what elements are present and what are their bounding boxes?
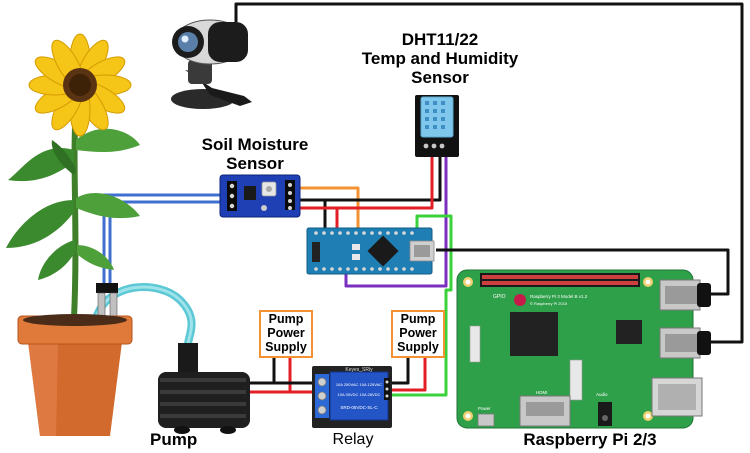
soil-gnd-wire <box>285 156 442 202</box>
psu-left-line-1: Pump <box>268 312 304 326</box>
psu-left-line-2: Power <box>267 325 305 340</box>
wires <box>91 2 744 397</box>
soil-a0-wire <box>285 186 360 242</box>
pi-audio-text: Audio <box>596 392 608 397</box>
psu-right-black <box>392 356 410 385</box>
webcam-icon <box>171 19 252 109</box>
psu-right-line-3: Supply <box>397 339 439 354</box>
psu-left-red <box>250 356 292 394</box>
pi-hdmi-text: HDMI <box>536 390 548 395</box>
dht-sensor-label: DHT11/22 Temp and Humidity Sensor <box>325 30 555 87</box>
psu-left-black <box>250 356 276 385</box>
dht-sensor-title: DHT11/22 <box>401 30 479 49</box>
camera-usb-cable <box>234 2 744 344</box>
sunflower-plant-icon <box>6 33 140 319</box>
pump-power-supply-right: Pump Power Supply <box>391 310 445 358</box>
relay-signal-wire <box>392 214 453 397</box>
pi-model-text: Raspberry Pi 3 Model B v1.2 <box>530 294 588 299</box>
psu-left-line-3: Supply <box>265 339 307 354</box>
relay-spec-text-1: 10A 250VAC 10A 125VAC <box>336 382 382 387</box>
soil-moisture-title: Soil Moisture <box>201 135 309 154</box>
pump-power-supply-left: Pump Power Supply <box>259 310 313 358</box>
soil-vcc-wire <box>285 156 434 210</box>
relay-brand-text: Keyes_SRly <box>345 367 373 373</box>
relay-spec-text-2: 10A 30VDC 10A 28VDC <box>338 392 381 397</box>
arduino-nano-board-icon <box>306 227 435 275</box>
soil-moisture-module-icon <box>219 174 301 218</box>
raspberry-pi-label: Raspberry Pi 2/3 <box>523 430 657 449</box>
relay-module-icon: Keyes_SRly 10A 250VAC 10A 125VAC 10A 30V… <box>312 366 392 428</box>
water-hose-inner <box>93 285 193 347</box>
dht-data-wire <box>344 156 448 288</box>
soil-moisture-label: Soil Moisture Sensor <box>185 135 325 173</box>
water-pump-icon <box>158 343 250 434</box>
pump-label: Pump <box>150 430 198 449</box>
psu-right-line-2: Power <box>399 325 437 340</box>
pi-power-text: Power <box>478 406 491 411</box>
dht-sensor-subtitle-2: Sensor <box>411 68 469 88</box>
psu-right-red <box>392 356 427 392</box>
relay-label: Relay <box>332 431 374 448</box>
psu-right-line-1: Pump <box>400 312 436 326</box>
dht-sensor-board-icon <box>415 95 459 157</box>
dht-sensor-subtitle: Temp and Humidity <box>361 49 519 69</box>
pi-gpio-text: GPIO <box>493 294 506 300</box>
pi-copyright-text: © Raspberry Pi 2015 <box>530 301 568 306</box>
relay-model-text: SRD-05VDC-SL-C <box>340 405 378 410</box>
arduino-usb-cable <box>436 248 730 296</box>
raspberry-pi-board-icon: GPIO Raspberry Pi 3 Model B v1.2 © Raspb… <box>456 269 711 429</box>
flower-pot-icon <box>17 314 133 436</box>
soil-moisture-subtitle: Sensor <box>226 154 284 174</box>
